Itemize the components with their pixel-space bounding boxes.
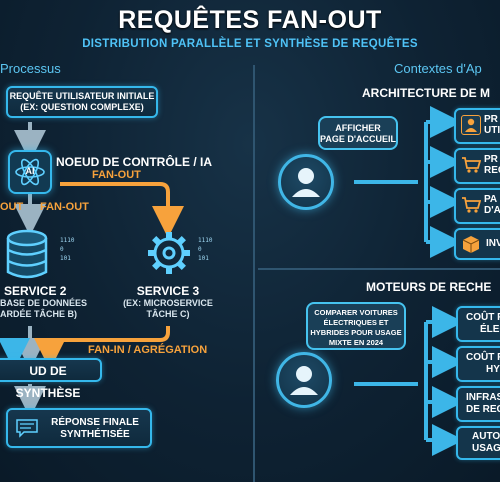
user-icon	[461, 115, 481, 135]
search-item-4-line-1: AUTO	[472, 431, 500, 442]
arch-item-profile-text: PR UTI	[484, 114, 500, 136]
data-bits-left-1: 1110	[60, 237, 75, 244]
data-bits-right-2: 0	[198, 246, 202, 253]
user-query-box: REQUÊTE UTILISATEUR INITIALE (EX: QUESTI…	[6, 86, 158, 118]
search-item-1-text: COÛT P ÉLEC	[466, 312, 500, 336]
search-item-3-line-1: INFRAS	[466, 392, 500, 403]
cart-icon	[461, 156, 482, 178]
service2-desc-line-1: BASE DE DONNÉES	[0, 298, 88, 308]
horizontal-divider	[258, 268, 500, 270]
gear-icon	[144, 228, 194, 278]
user-avatar-icon	[276, 352, 332, 408]
arch-item-purchases-text: PA D'A	[484, 194, 500, 216]
final-answer-text: RÉPONSE FINALE SYNTHÉTISÉE	[40, 417, 150, 441]
vertical-divider	[253, 65, 255, 482]
final-answer-line-1: RÉPONSE FINALE	[51, 417, 139, 428]
arch-item-4-line-1: INV	[486, 238, 500, 249]
query-box-line-1: REQUÊTE UTILISATEUR INITIALE	[9, 91, 155, 101]
final-answer-box: RÉPONSE FINALE SYNTHÉTISÉE	[6, 408, 152, 448]
search-item-1-line-1: COÛT P	[466, 312, 500, 323]
section-label-process: Processus	[0, 61, 61, 76]
search-item-4-line-2: USAG	[472, 443, 500, 454]
arch-item-2-line-2: REC	[484, 165, 500, 176]
arch-bubble-line-2: PAGE D'ACCUEIL	[320, 134, 396, 144]
arch-item-recommendations: PR REC	[454, 148, 500, 184]
service3-desc-line-2: TÂCHE C)	[146, 309, 190, 319]
ai-label: AI	[25, 166, 35, 176]
search-item-1-line-2: ÉLEC	[480, 324, 500, 335]
service3-desc-line-1: (EX: MICROSERVICE	[123, 298, 213, 308]
architecture-title: ARCHITECTURE DE M	[362, 86, 490, 100]
search-item-4-text: AUTO USAG	[472, 431, 500, 455]
architecture-connectors	[354, 106, 462, 258]
data-bits-right-3: 101	[198, 255, 209, 262]
fanout-label-top: FAN-OUT	[92, 169, 141, 181]
page-title: REQUÊTES FAN-OUT	[118, 6, 382, 34]
arch-item-3-line-1: PA	[484, 194, 498, 205]
search-bubble-line-1: COMPARER VOITURES	[314, 308, 398, 317]
arch-item-reco-text: PR REC	[484, 154, 500, 176]
data-bits-left-2: 0	[60, 246, 64, 253]
data-bits-right: 1110 0 101	[198, 236, 212, 263]
fanout-label-left: OUT	[0, 201, 24, 213]
service2-title: SERVICE 2	[4, 284, 67, 298]
final-answer-line-2: SYNTHÉTISÉE	[60, 429, 130, 440]
process-connectors	[0, 122, 184, 418]
page-subtitle: DISTRIBUTION PARALLÈLE ET SYNTHÈSE DE RE…	[82, 38, 418, 50]
query-box-line-2: (EX: QUESTION COMPLEXE)	[20, 102, 144, 112]
service2-desc-line-2: ARDÉE TÂCHE B)	[0, 309, 78, 319]
arch-item-1-line-2: UTI	[484, 125, 500, 136]
arch-item-2-line-1: PR	[484, 154, 498, 165]
arrow-left-fanin	[0, 338, 30, 370]
arch-item-profile: PR UTI	[454, 108, 500, 144]
arrow-fanout-service3	[60, 182, 184, 238]
data-bits-right-1: 1110	[198, 237, 213, 244]
fanin-label: FAN-IN / AGRÉGATION	[88, 344, 208, 356]
service3-title: SERVICE 3	[136, 284, 200, 298]
search-item-autonomy: AUTO USAG	[456, 426, 500, 460]
search-bubble-line-3: HYBRIDES POUR USAGE	[310, 328, 402, 337]
arch-bubble-line-1: AFFICHER	[335, 123, 381, 133]
search-item-cost-electric: COÛT P ÉLEC	[456, 306, 500, 342]
service3-desc: (EX: MICROSERVICE TÂCHE C)	[112, 298, 224, 320]
service2-desc: BASE DE DONNÉES ARDÉE TÂCHE B)	[0, 298, 100, 320]
chat-bubble-icon	[16, 418, 38, 438]
arch-item-3-line-2: D'A	[484, 205, 500, 216]
fanout-label-mid: FAN-OUT	[40, 201, 89, 213]
ai-chip-icon: AI	[8, 150, 52, 194]
section-label-contexts: Contextes d'Ap	[394, 61, 482, 76]
atom-icon	[15, 158, 45, 186]
search-item-2-line-2: HY	[486, 364, 500, 375]
search-item-2-line-1: COÛT P	[466, 352, 500, 363]
search-item-3-line-2: DE RECH	[466, 404, 500, 415]
arrow-service3-fanin	[34, 326, 170, 370]
search-item-cost-hybrid: COÛT P HY	[456, 346, 500, 382]
search-bubble-line-2: ÉLECTRIQUES ET	[323, 318, 389, 327]
arch-item-purchases: PA D'A	[454, 188, 500, 224]
control-node-label: NOEUD DE CONTRÔLE / IA	[56, 155, 213, 169]
data-bits-left: 1110 0 101	[60, 236, 74, 263]
arch-speech-bubble: AFFICHER PAGE D'ACCUEIL	[318, 116, 398, 150]
database-icon	[4, 228, 50, 282]
cart-icon	[461, 196, 482, 218]
search-item-infrastructure: INFRAS DE RECH	[456, 386, 500, 422]
user-avatar-icon	[278, 154, 334, 210]
arch-item-1-line-1: PR	[484, 114, 498, 125]
search-speech-bubble: COMPARER VOITURES ÉLECTRIQUES ET HYBRIDE…	[306, 302, 406, 350]
arch-item-inventory: INV	[454, 228, 500, 260]
search-item-2-text: COÛT P HY	[466, 352, 500, 376]
data-bits-left-3: 101	[60, 255, 71, 262]
synthesis-node: UD DE SYNTHÈSE	[0, 358, 102, 400]
search-connectors	[354, 306, 464, 456]
search-bubble-line-4: MIXTE EN 2024	[328, 338, 384, 347]
search-title: MOTEURS DE RECHE	[366, 280, 492, 294]
box-icon	[461, 234, 481, 258]
search-item-3-text: INFRAS DE RECH	[466, 392, 500, 416]
